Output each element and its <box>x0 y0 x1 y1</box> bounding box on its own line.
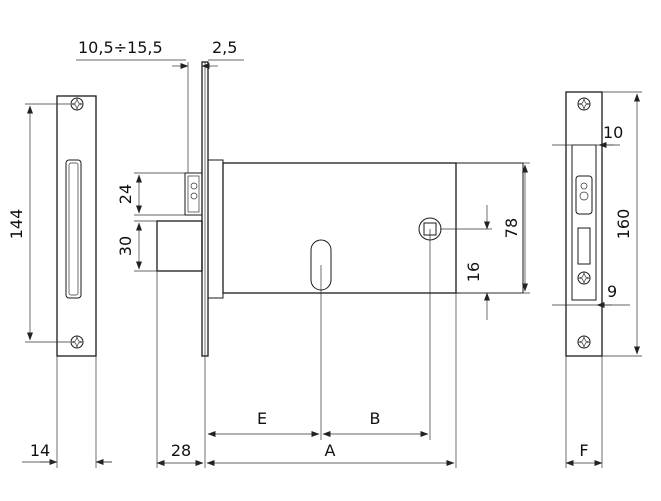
label-160: 160 <box>614 209 633 240</box>
screw-hole-top <box>70 97 84 111</box>
label-9: 9 <box>607 282 617 301</box>
label-144: 144 <box>7 209 26 240</box>
label-f: F <box>579 441 588 460</box>
strike-screw-bottom <box>577 335 591 349</box>
label-a: A <box>325 441 336 460</box>
label-b: B <box>370 409 381 428</box>
front-plate <box>25 95 97 468</box>
label-14: 14 <box>30 441 50 460</box>
strike-screw-top <box>577 97 591 111</box>
label-e: E <box>257 409 267 428</box>
strike-screw-mid <box>577 271 591 285</box>
screw-hole-bottom <box>70 335 84 349</box>
label-28: 28 <box>171 441 191 460</box>
label-10: 10 <box>603 123 623 142</box>
lock-body <box>134 61 530 468</box>
label-30: 30 <box>116 236 135 256</box>
label-16: 16 <box>464 262 483 282</box>
label-backset: 10,5÷15,5 <box>78 38 163 57</box>
label-78: 78 <box>502 218 521 238</box>
strike-plate <box>552 91 642 468</box>
label-24: 24 <box>116 184 135 204</box>
label-faceplate: 2,5 <box>212 38 237 57</box>
